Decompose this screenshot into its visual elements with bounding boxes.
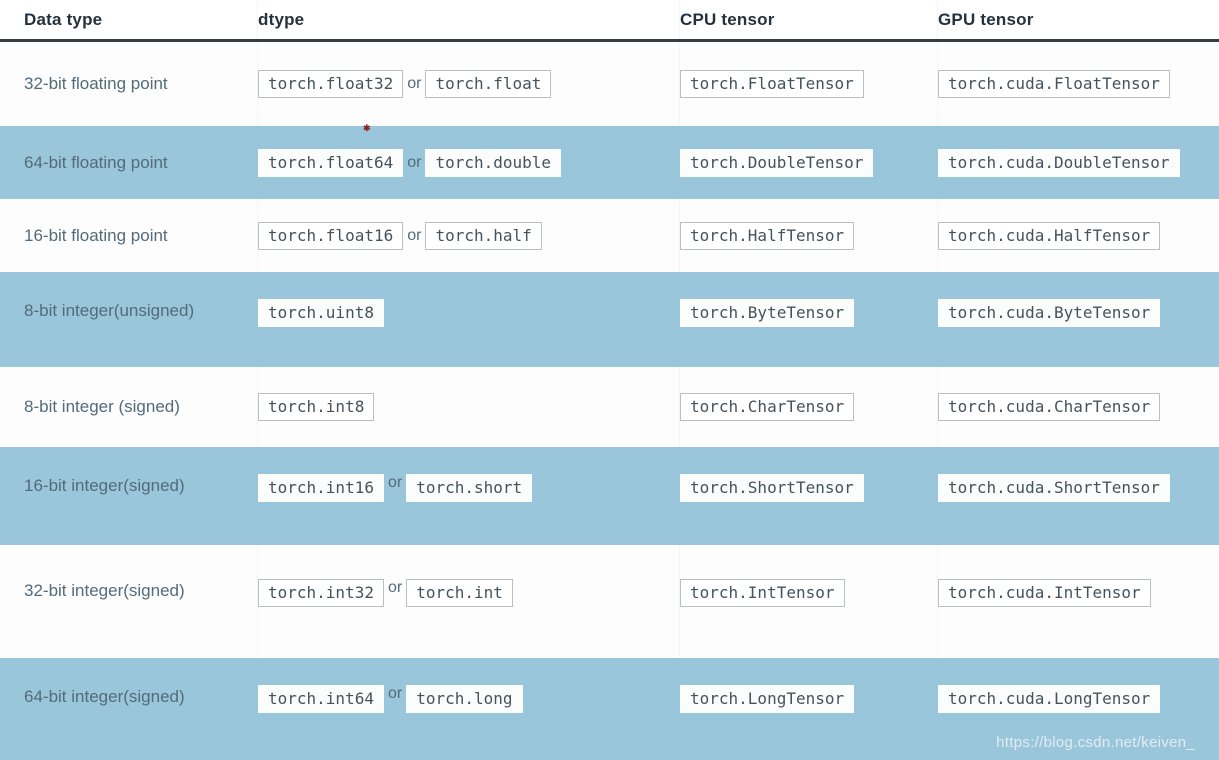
table-row: 16-bit integer (signed) torch.int16 or t… [0,447,1219,545]
or-text: or [387,474,403,491]
dtype-primary-code: torch.int16 [258,474,384,502]
dtype-primary-code: torch.uint8 [258,299,384,327]
data-type-text-line2: (signed) [123,476,185,495]
cpu-tensor-cell: torch.IntTensor [680,545,938,658]
data-type-cell: 64-bit integer (signed) [24,658,258,760]
cpu-tensor-code: torch.ShortTensor [680,474,864,502]
cpu-tensor-code: torch.LongTensor [680,685,855,713]
cpu-tensor-cell: torch.ByteTensor [680,272,938,367]
data-type-text: 8-bit integer (signed) [24,397,180,416]
dtype-alias-code: torch.float [425,70,552,98]
dtype-primary-code: torch.float16 [258,221,404,250]
dtype-alias-code: torch.double [425,148,562,177]
dtype-cell: torch.float32 or torch.float [258,42,680,126]
data-type-cell: 8-bit integer (signed) [24,367,258,447]
header-cell-gpu-tensor: GPU tensor [938,9,1034,29]
dtype-primary-code: torch.float32 [258,70,404,98]
dtype-alias-code: torch.half [425,221,542,250]
or-text: or [407,153,422,171]
dtype-cell: torch.float16 or torch.half [258,199,680,272]
gpu-tensor-cell: torch.cuda.LongTensor [938,658,1219,760]
gpu-tensor-cell: torch.cuda.ByteTensor [938,272,1219,367]
dtype-primary-code: torch.int32 [258,579,384,607]
dtype-cell: torch.int16 or torch.short [258,447,680,545]
data-type-text: 64-bit integer [24,687,124,706]
table-row: 32-bit floating point torch.float32 or t… [0,42,1219,126]
cpu-tensor-cell: torch.LongTensor [680,658,938,760]
dtype-cell: torch.int32 or torch.int [258,545,680,658]
table-row: 8-bit integer (signed) torch.int8 torch.… [0,367,1219,447]
or-text: or [407,75,422,92]
dtype-cell: torch.uint8 [258,272,680,367]
gpu-tensor-code: torch.cuda.LongTensor [938,685,1161,713]
dtype-alias-code: torch.int [406,579,513,607]
data-type-cell: 16-bit integer (signed) [24,447,258,545]
data-type-text: 32-bit integer [24,581,124,600]
cpu-tensor-cell: torch.DoubleTensor [680,126,938,199]
cpu-tensor-cell: torch.HalfTensor [680,199,938,272]
gpu-tensor-code: torch.cuda.ByteTensor [938,299,1161,327]
cpu-tensor-cell: torch.CharTensor [680,367,938,447]
cpu-tensor-cell: torch.FloatTensor [680,42,938,126]
data-type-cell: 16-bit floating point [24,199,258,272]
cpu-tensor-code: torch.HalfTensor [680,221,855,250]
table-row: 64-bit integer (signed) torch.int64 or t… [0,658,1219,760]
gpu-tensor-code: torch.cuda.IntTensor [938,579,1151,607]
dtype-primary-code: torch.int8 [258,393,375,421]
header-cell-data-type: Data type [24,0,258,39]
table-row: 8-bit integer (unsigned) torch.uint8 tor… [0,272,1219,367]
data-type-text-line2: (signed) [123,581,185,600]
header-cell-cpu-tensor: CPU tensor [680,0,938,39]
dtype-alias-code: torch.long [406,685,523,713]
table-row: 16-bit floating point torch.float16 or t… [0,199,1219,272]
data-type-text: 16-bit integer [24,476,124,495]
cpu-tensor-code: torch.IntTensor [680,579,845,607]
gpu-tensor-code: torch.cuda.DoubleTensor [938,148,1180,177]
gpu-tensor-cell: torch.cuda.HalfTensor [938,199,1219,272]
data-type-text-line2: (signed) [123,687,185,706]
gpu-tensor-code: torch.cuda.HalfTensor [938,221,1161,250]
or-text: or [407,226,422,244]
gpu-tensor-cell: torch.cuda.CharTensor [938,367,1219,447]
table-row: 64-bit floating point torch.float64 or t… [0,126,1219,199]
cpu-tensor-code: torch.DoubleTensor [680,148,874,177]
table-row: 32-bit integer (signed) torch.int32 or t… [0,545,1219,658]
cpu-tensor-code: torch.FloatTensor [680,70,864,98]
dtype-alias-code: torch.short [406,474,533,502]
cpu-tensor-cell: torch.ShortTensor [680,447,938,545]
or-text: or [387,579,403,596]
gpu-tensor-cell: torch.cuda.IntTensor [938,545,1219,658]
data-type-text-line2: (unsigned) [113,301,195,320]
gpu-tensor-code: torch.cuda.CharTensor [938,393,1161,421]
header-cell-dtype: dtype [258,0,680,39]
data-type-text: 32-bit floating point [24,74,168,93]
data-type-cell: 32-bit floating point [24,42,258,126]
data-type-text: 64-bit floating point [24,152,168,172]
or-text: or [387,685,403,702]
data-type-cell: 8-bit integer (unsigned) [24,272,258,367]
cpu-tensor-code: torch.ByteTensor [680,299,855,327]
gpu-tensor-cell: torch.cuda.ShortTensor [938,447,1219,545]
data-type-cell: 32-bit integer (signed) [24,545,258,658]
dtype-cell: torch.int64 or torch.long [258,658,680,760]
dtype-primary-code: torch.float64 [258,148,404,177]
gpu-tensor-cell: torch.cuda.DoubleTensor [938,126,1219,199]
dtype-cell: torch.int8 [258,367,680,447]
cpu-tensor-code: torch.CharTensor [680,393,855,421]
data-type-text: 8-bit integer [24,301,114,320]
dtype-cell: torch.float64 or torch.double [258,126,680,199]
gpu-tensor-cell: torch.cuda.FloatTensor [938,42,1219,126]
dtype-primary-code: torch.int64 [258,685,384,713]
data-type-cell: 64-bit floating point [24,126,258,199]
gpu-tensor-code: torch.cuda.ShortTensor [938,474,1170,502]
data-type-text: 16-bit floating point [24,225,168,245]
gpu-tensor-code: torch.cuda.FloatTensor [938,70,1170,98]
table-header-row: Data type dtype CPU tensor GPU tensor [0,0,1219,42]
